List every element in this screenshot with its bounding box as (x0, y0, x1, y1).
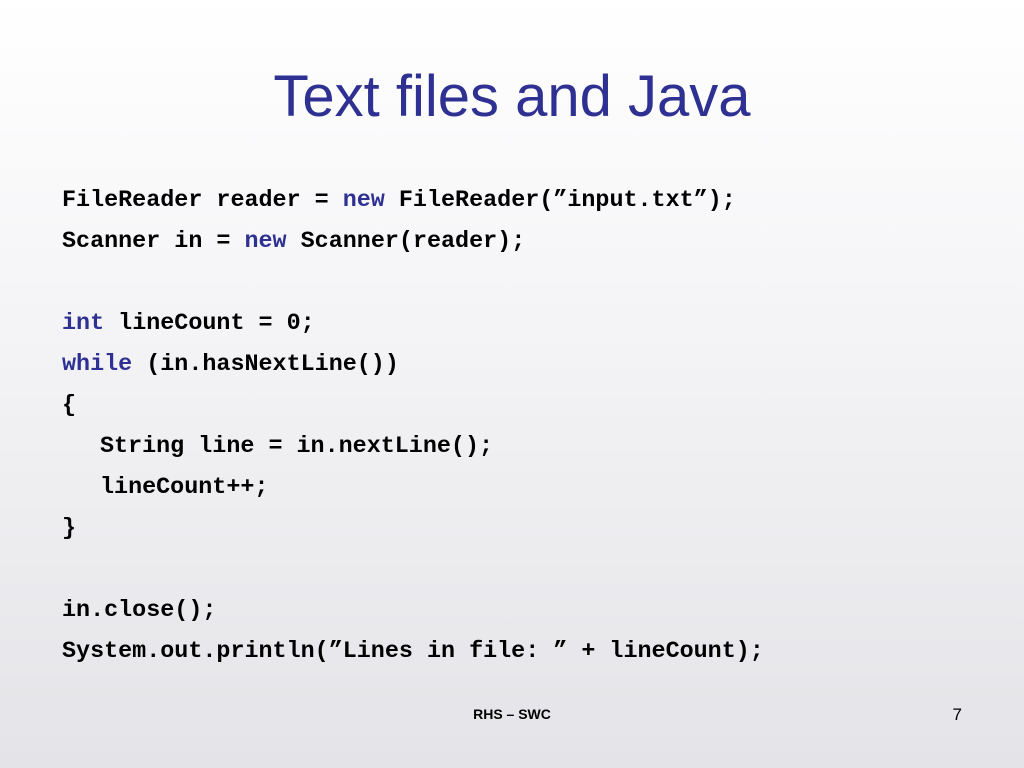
code-text: Scanner in = (62, 229, 245, 255)
code-line-9: } (62, 516, 77, 542)
slide-title: Text files and Java (273, 64, 751, 129)
code-keyword-int: int (62, 311, 105, 337)
code-text: FileReader reader = (62, 188, 343, 214)
code-text: (in.hasNextLine()) (132, 352, 399, 378)
code-line-7: String line = in.nextLine(); (100, 434, 494, 460)
code-line-2: Scanner in = new Scanner(reader); (62, 222, 764, 263)
code-keyword-while: while (62, 352, 133, 378)
code-line-11: in.close(); (62, 598, 217, 624)
code-line-1: FileReader reader = new FileReader(”inpu… (62, 181, 764, 222)
code-keyword-new: new (342, 188, 385, 214)
code-line-12: System.out.println(”Lines in file: ” + l… (62, 639, 764, 665)
code-text: lineCount = 0; (104, 311, 315, 337)
code-blank-line (62, 550, 764, 591)
footer-text: RHS – SWC (473, 706, 551, 722)
code-keyword-new: new (244, 229, 287, 255)
code-line-6: { (62, 393, 77, 419)
code-line-4: int lineCount = 0; (62, 304, 764, 345)
code-text: Scanner(reader); (286, 229, 526, 255)
page-number: 7 (952, 705, 962, 724)
code-line-5: while (in.hasNextLine()) (62, 345, 764, 386)
code-text: FileReader(”input.txt”); (384, 188, 736, 214)
code-blank-line (62, 263, 764, 304)
code-line-8: lineCount++; (100, 475, 269, 501)
code-block: FileReader reader = new FileReader(”inpu… (62, 181, 764, 673)
